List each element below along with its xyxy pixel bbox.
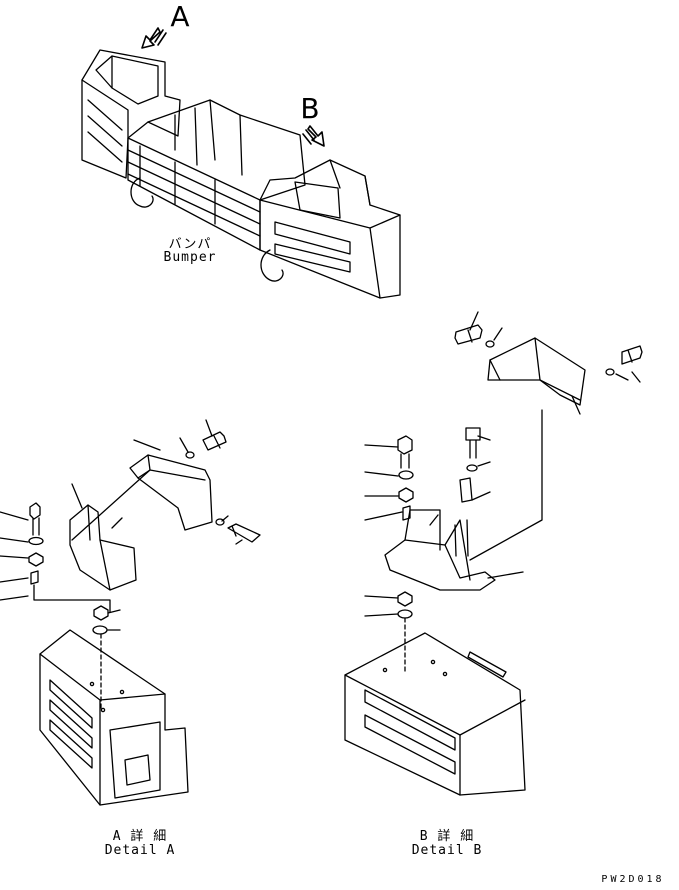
arrow-b-icon <box>302 125 325 147</box>
bumper-label-jp: バンパ <box>168 237 212 252</box>
bumper-label-en: Bumper <box>163 250 217 265</box>
detail-b-label-en: Detail B <box>411 843 483 858</box>
detail-a-label-en: Detail A <box>104 843 176 858</box>
callout-a: A <box>170 0 190 33</box>
bumper-assembly <box>81 49 401 299</box>
detail-a-drawing <box>0 419 261 806</box>
detail-a-label-jp: A 詳 細 <box>112 829 168 844</box>
drawing-code: PW2D018 <box>601 874 665 885</box>
detail-b-label-jp: B 詳 細 <box>419 829 475 844</box>
detail-b-drawing <box>344 311 643 796</box>
arrow-a-icon <box>141 27 167 49</box>
callout-b: B <box>300 92 320 125</box>
